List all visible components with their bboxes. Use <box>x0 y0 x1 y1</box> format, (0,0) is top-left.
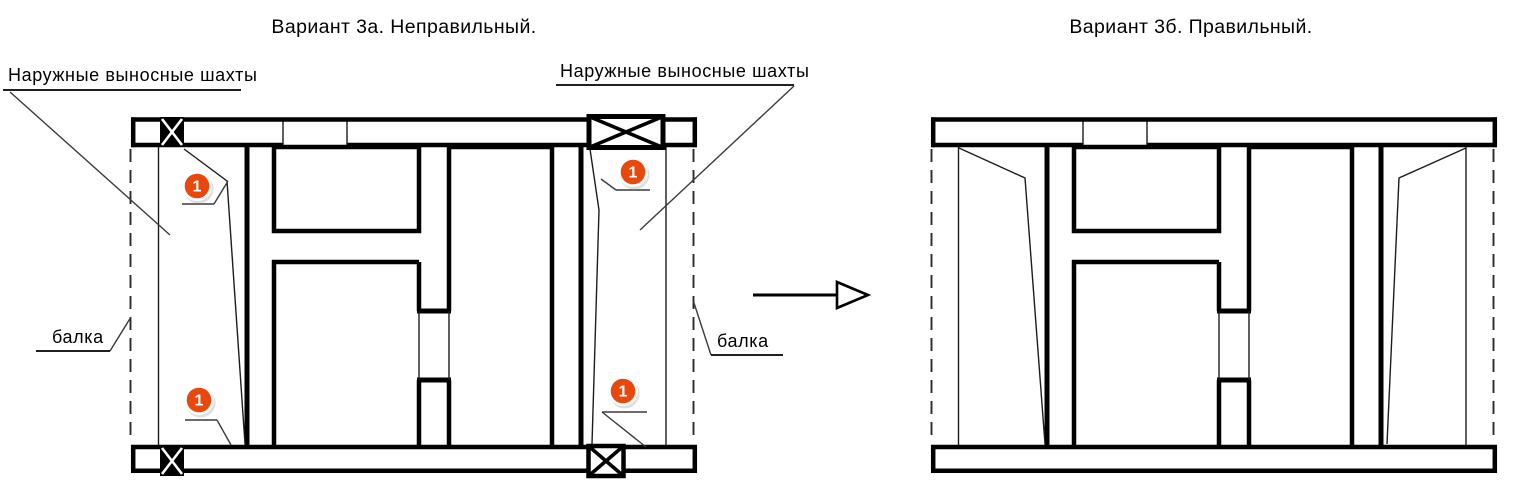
marker-1-bottom-left-badge <box>186 387 212 413</box>
marker-1-top-left-leader <box>213 180 229 205</box>
marker-1-top-right-number: 1 <box>629 165 638 182</box>
label-beam-left-leader <box>109 316 132 352</box>
variant-b-title: Вариант 3б. Правильный. <box>1069 16 1312 38</box>
shaft-funnel-edge-a <box>183 148 246 445</box>
shaft-funnel-edge-a <box>589 148 600 445</box>
label-beam-left: балка <box>52 327 104 347</box>
label-external-shafts-right: Наружные выносные шахты <box>560 61 810 81</box>
label-external-shafts-left-leader <box>9 91 171 236</box>
room-outline-b <box>1071 144 1222 234</box>
label-external-shafts-left: Наружные выносные шахты <box>8 65 258 85</box>
shaft-funnel-edge-b <box>958 147 1046 445</box>
shaft-x-open-top-x-stroke <box>588 114 664 150</box>
label-external-shafts-right-leader <box>639 85 795 231</box>
marker-1-bottom-right-leader <box>601 411 647 448</box>
marker-1-top-right-leader <box>600 178 617 191</box>
marker-1-top-left-number: 1 <box>193 179 202 196</box>
shaft-x-open-bottom-x-stroke <box>587 444 625 478</box>
label-beam-right: балка <box>717 331 769 351</box>
shaft-funnel-edge-b <box>1386 147 1467 445</box>
marker-1-bottom-left-number: 1 <box>195 393 204 410</box>
marker-1-bottom-left-leader <box>216 419 232 446</box>
marker-1-bottom-right-badge <box>610 378 636 404</box>
shaft-x-solid-bottom-x-stroke <box>160 447 184 475</box>
variant-a-title: Вариант 3а. Неправильный. <box>271 16 536 38</box>
label-beam-right-leader <box>693 302 712 356</box>
marker-1-top-right-badge <box>620 159 646 185</box>
marker-1-top-left-badge <box>184 173 210 199</box>
transform-arrow-head <box>835 280 872 310</box>
room-outline-a <box>271 144 422 234</box>
marker-1-bottom-right-number: 1 <box>619 384 628 401</box>
shaft-x-solid-top-x-stroke <box>160 118 184 146</box>
